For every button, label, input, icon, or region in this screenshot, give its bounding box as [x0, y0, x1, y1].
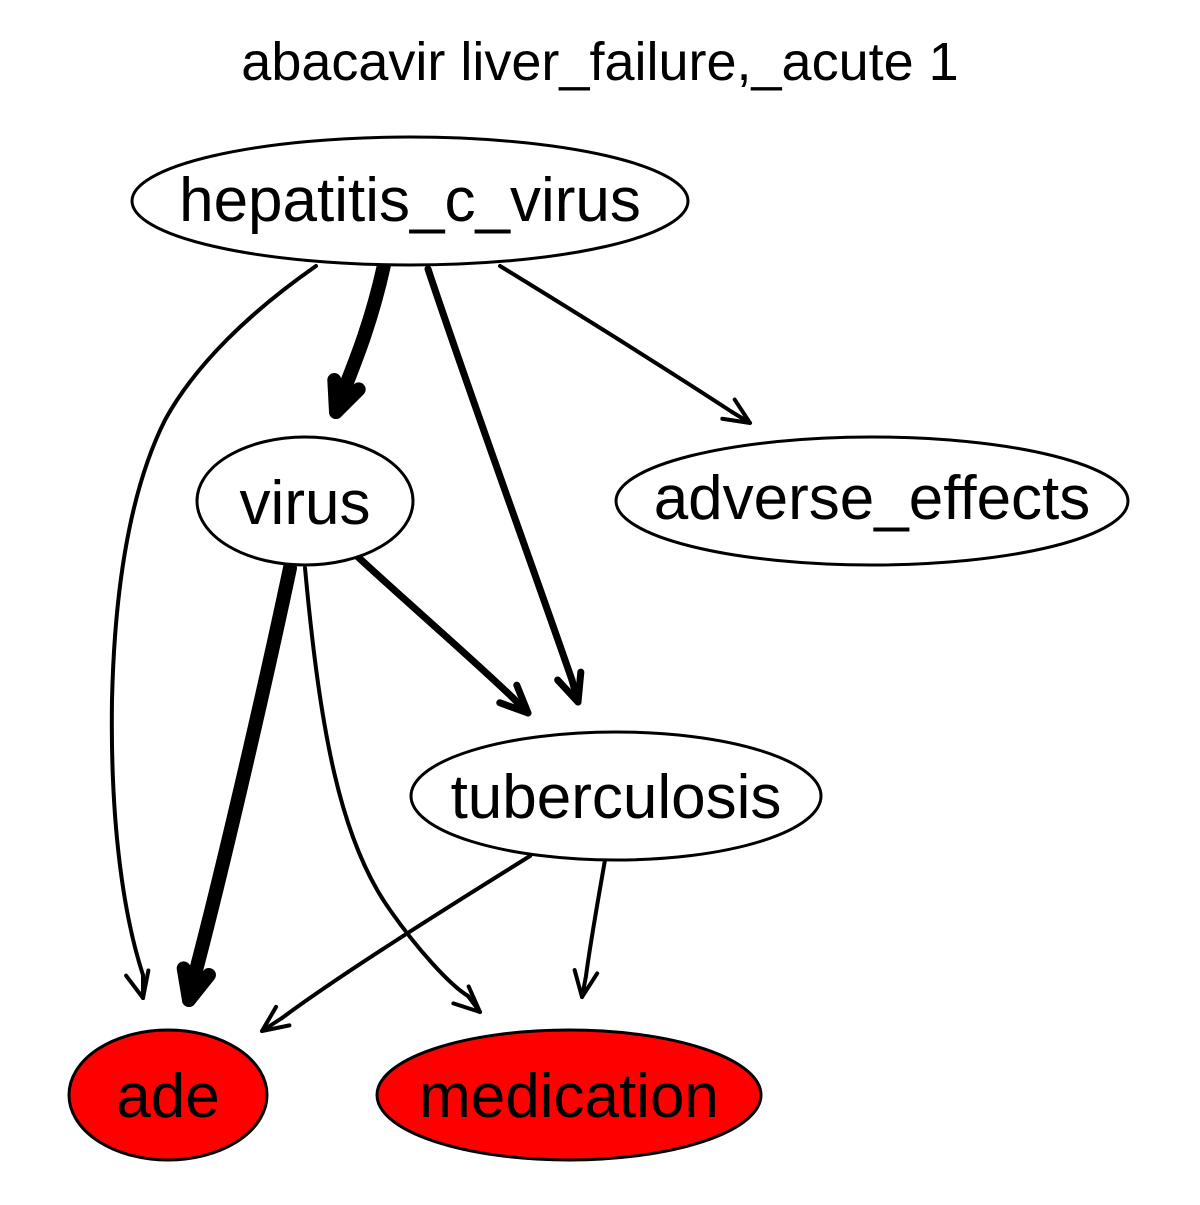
- arrowhead-hepatitis_c_virus-to-virus: [327, 373, 366, 419]
- node-label-virus: virus: [240, 469, 371, 538]
- arrowhead-tuberculosis-to-ade: [260, 1004, 292, 1033]
- node-shape-hepatitis_c_virus: [130, 135, 690, 267]
- node-virus: virus: [195, 435, 415, 567]
- node-shape-adverse_effects: [614, 435, 1130, 567]
- edge-hepatitis_c_virus-to-tuberculosis: [424, 265, 576, 684]
- edges-layer: [109, 258, 752, 1033]
- node-label-ade: ade: [116, 1062, 219, 1131]
- node-label-medication: medication: [419, 1062, 719, 1131]
- node-shape-virus: [195, 435, 415, 567]
- graph-title: abacavir liver_failure,_acute 1: [241, 32, 958, 92]
- edge-virus-to-tuberculosis: [354, 553, 516, 701]
- arrowhead-tuberculosis-to-medication: [572, 967, 600, 999]
- node-adverse_effects: adverse_effects: [614, 435, 1130, 567]
- node-hepatitis_c_virus: hepatitis_c_virus: [130, 135, 690, 267]
- edge-virus-to-ade: [187, 561, 297, 985]
- node-ade: ade: [67, 1028, 269, 1162]
- arrowhead-virus-to-tuberculosis: [496, 681, 532, 717]
- arrowhead-virus-to-ade: [176, 961, 216, 1007]
- edge-hepatitis_c_virus-to-virus: [335, 258, 391, 402]
- node-tuberculosis: tuberculosis: [409, 730, 823, 862]
- node-medication: medication: [375, 1028, 763, 1162]
- node-shape-tuberculosis: [409, 730, 823, 862]
- node-shape-ade: [67, 1028, 269, 1162]
- edge-hepatitis_c_virus-to-adverse_effects: [498, 264, 734, 414]
- arrowhead-hepatitis_c_virus-to-ade: [124, 968, 151, 1000]
- node-label-hepatitis_c_virus: hepatitis_c_virus: [179, 166, 641, 235]
- edge-hepatitis_c_virus-to-ade: [109, 264, 318, 977]
- arrowhead-hepatitis_c_virus-to-tuberculosis: [554, 668, 585, 706]
- arrowhead-virus-to-medication: [451, 984, 482, 1014]
- arrowhead-hepatitis_c_virus-to-adverse_effects: [720, 397, 752, 425]
- node-label-adverse_effects: adverse_effects: [654, 464, 1091, 533]
- node-label-tuberculosis: tuberculosis: [451, 763, 782, 832]
- edge-tuberculosis-to-ade: [280, 854, 532, 1020]
- edge-tuberculosis-to-medication: [584, 858, 607, 978]
- node-shape-medication: [375, 1028, 763, 1162]
- edge-virus-to-medication: [303, 566, 470, 998]
